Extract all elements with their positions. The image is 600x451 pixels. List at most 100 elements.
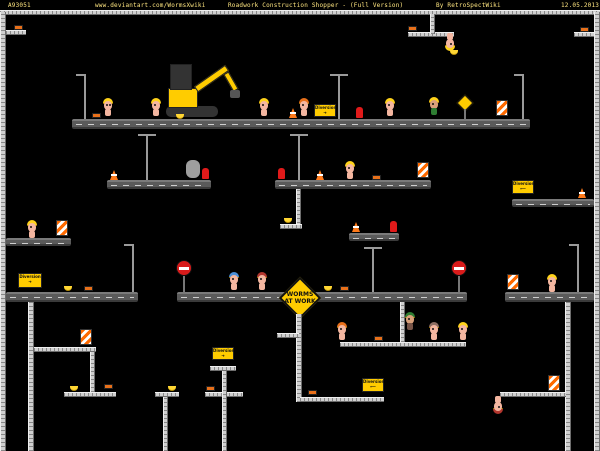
road-barrier (56, 220, 68, 236)
lower-road-left (6, 292, 138, 302)
traffic-cone (289, 108, 297, 118)
worm-player[interactable] (457, 322, 469, 340)
right-ledge-road (512, 199, 594, 207)
support-girder (28, 302, 34, 451)
support-girder (296, 314, 302, 402)
banana-bomb-icon (324, 286, 332, 291)
excavator-cab (170, 64, 192, 90)
support-girder (296, 189, 301, 227)
banana-bomb-icon (168, 386, 176, 391)
banana-bomb-icon (176, 114, 184, 119)
no-entry-sign (176, 260, 192, 276)
worm-player[interactable] (258, 98, 270, 116)
scaffold-walkway (340, 342, 466, 347)
toolbox-icon (372, 175, 381, 180)
worm-player[interactable] (336, 322, 348, 340)
excavator-stick (223, 71, 239, 92)
ledge-small (280, 224, 302, 229)
excavator-tracks (166, 106, 218, 117)
header-author: By RetroSpectWiki (436, 2, 501, 9)
grey-robot (186, 160, 200, 178)
toolbox-icon (408, 26, 417, 31)
worm-player[interactable] (428, 322, 440, 340)
worm-player[interactable] (26, 220, 38, 238)
scaffold-ledge (500, 392, 566, 397)
street-lamp (364, 247, 382, 292)
scaffold-ledge (155, 392, 179, 397)
worm-player[interactable] (344, 161, 356, 179)
worm-player[interactable] (428, 97, 440, 115)
ledge-top-right (574, 32, 594, 37)
detour-sign: Diversion➔ (18, 273, 42, 288)
header-bar: A93051 www.deviantart.com/WormsXwiki Roa… (0, 0, 600, 12)
worm-player[interactable] (256, 272, 268, 290)
road-barrier (417, 162, 429, 178)
toolbox-icon (340, 286, 349, 291)
worm-hanging[interactable] (444, 33, 456, 51)
detour-sign: Diversion⟵ (362, 378, 384, 392)
toolbox-icon (206, 386, 215, 391)
road-barrier (548, 375, 560, 391)
detour-sign: Diversion➔ (212, 347, 235, 360)
sign-pole (464, 109, 466, 119)
header-url[interactable]: www.deviantart.com/WormsXwiki (95, 2, 206, 9)
lower-road-center (177, 292, 467, 302)
left-ledge-road (6, 238, 71, 246)
street-lamp (138, 134, 156, 180)
scaffold-ledge (210, 366, 236, 371)
street-lamp (76, 74, 86, 119)
ledge-top-left (6, 30, 26, 35)
worm-player[interactable] (384, 98, 396, 116)
worm-player[interactable] (150, 98, 162, 116)
excavator-body (168, 88, 198, 108)
floating-road (349, 233, 399, 241)
mid-road-center (275, 180, 431, 189)
worm-hanging[interactable] (492, 396, 504, 414)
right-frame-girder (594, 12, 600, 451)
top-girder (0, 10, 600, 15)
road-barrier (80, 329, 92, 345)
worm-player[interactable] (228, 272, 240, 290)
worm-player[interactable] (404, 312, 416, 330)
worm-player[interactable] (298, 98, 310, 116)
scaffold-ledge (277, 333, 299, 338)
toolbox-icon (580, 27, 589, 32)
upper-road-platform (72, 119, 530, 129)
mid-road-left (107, 180, 211, 189)
worm-player[interactable] (546, 274, 558, 292)
no-entry-sign (451, 260, 467, 276)
support-girder (90, 352, 95, 392)
left-frame-girder (0, 12, 6, 451)
street-lamp (569, 244, 579, 292)
sign-pole (458, 276, 460, 292)
traffic-cone (316, 170, 324, 180)
road-barrier (496, 100, 508, 116)
support-girder (163, 397, 168, 451)
traffic-cone (352, 222, 360, 232)
toolbox-icon (92, 113, 101, 118)
detour-sign: Diversion⟵ (512, 180, 534, 194)
excavator-bucket (230, 90, 240, 98)
worm-player[interactable] (102, 98, 114, 116)
scaffold-ledge (64, 392, 116, 397)
fire-hydrant (390, 221, 397, 232)
banana-bomb-icon (284, 218, 292, 223)
scaffold-ledge (300, 397, 384, 402)
traffic-cone (578, 188, 586, 198)
fire-hydrant (202, 168, 209, 179)
fire-hydrant (356, 107, 363, 118)
excavator-boom (193, 64, 230, 93)
support-girder (400, 302, 405, 342)
header-title: Roadwork Construction Shopper - (Full Ve… (228, 2, 404, 9)
header-code: A93051 (8, 2, 31, 9)
toolbox-icon (84, 286, 93, 291)
header-date: 12.05.2013 (561, 2, 600, 9)
scaffold-ledge (34, 347, 96, 352)
banana-bomb-icon (70, 386, 78, 391)
support-girder (565, 302, 571, 451)
street-lamp (290, 134, 308, 180)
detour-sign: Diversion➔ (314, 104, 337, 117)
toolbox-icon (374, 336, 383, 341)
